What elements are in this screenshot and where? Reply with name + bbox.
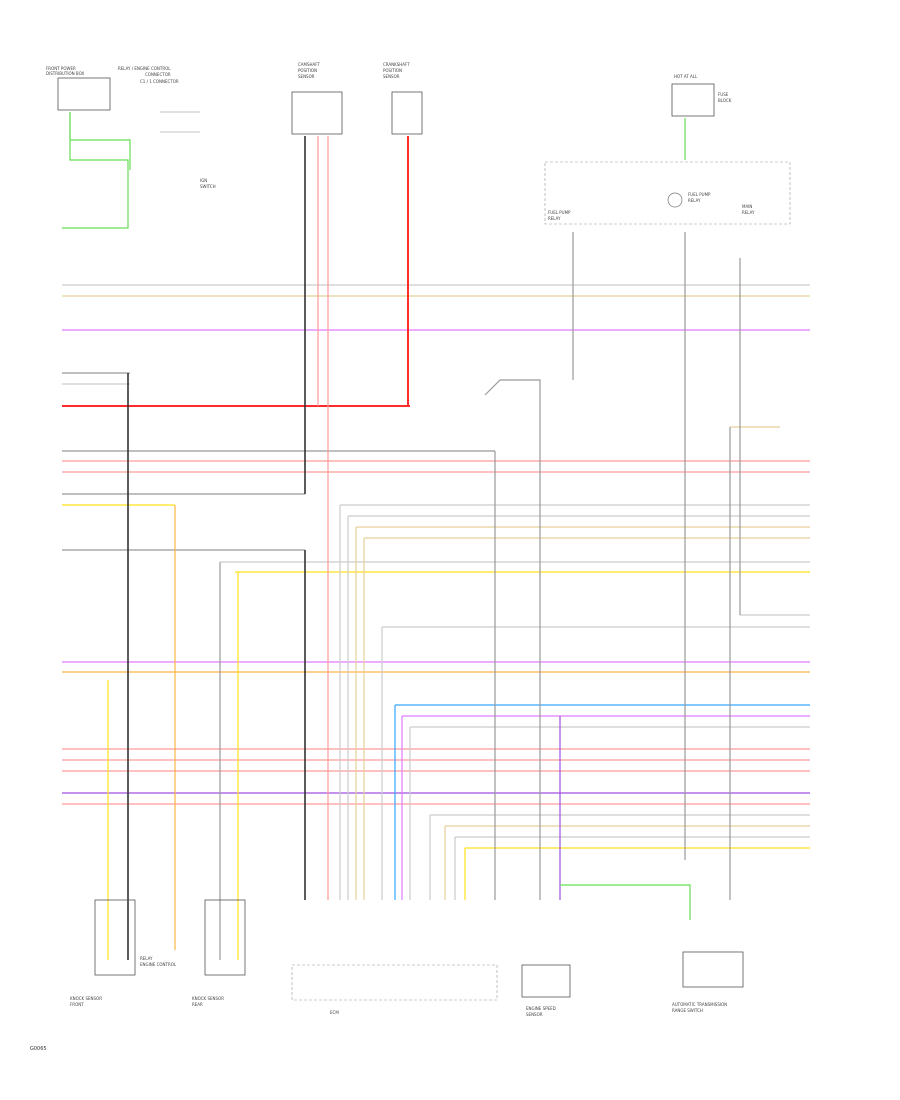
svg-text:KNOCK SENSOR: KNOCK SENSOR xyxy=(70,996,102,1001)
svg-text:SENSOR: SENSOR xyxy=(526,1012,543,1017)
svg-text:CONNECTOR: CONNECTOR xyxy=(145,72,171,77)
svg-text:FUSE: FUSE xyxy=(718,92,729,97)
svg-text:IGN: IGN xyxy=(200,178,207,183)
svg-text:SENSOR: SENSOR xyxy=(298,74,315,79)
horizontal-harness xyxy=(62,284,810,849)
svg-text:RELAY / ENGINE CONTROL: RELAY / ENGINE CONTROL xyxy=(118,66,171,71)
svg-text:RELAY: RELAY xyxy=(140,956,153,961)
svg-text:C1 / 1 CONNECTOR: C1 / 1 CONNECTOR xyxy=(140,79,179,84)
svg-text:SENSOR: SENSOR xyxy=(383,74,400,79)
knock-sensor-right: KNOCK SENSOR REAR xyxy=(192,899,246,1007)
svg-text:POSITION: POSITION xyxy=(298,68,317,73)
svg-text:MAIN: MAIN xyxy=(742,204,752,209)
footer-code: G0065 xyxy=(30,1046,47,1052)
relay-dashed-outline xyxy=(544,161,791,225)
svg-text:SWITCH: SWITCH xyxy=(200,184,216,189)
knock-sensor-left: KNOCK SENSOR FRONT xyxy=(70,899,136,1007)
svg-text:RANGE SWITCH: RANGE SWITCH xyxy=(672,1008,703,1013)
fuse-box-top-right: HOT AT ALL FUSE BLOCK xyxy=(671,74,732,117)
svg-text:ENGINE SPEED: ENGINE SPEED xyxy=(526,1006,556,1011)
engine-speed-sensor: ENGINE SPEED SENSOR xyxy=(521,964,571,1017)
top-left-fuse-block: FRONT POWER DISTRIBUTION BOX xyxy=(46,66,111,111)
svg-text:RELAY: RELAY xyxy=(548,216,561,221)
svg-text:RELAY: RELAY xyxy=(742,210,755,215)
svg-text:CRANKSHAFT: CRANKSHAFT xyxy=(383,62,410,67)
ecm-connector: ECM xyxy=(291,964,498,1015)
relay-middle-bottom: RELAY ENGINE CONTROL xyxy=(140,956,177,967)
relay-block: RELAY / ENGINE CONTROL CONNECTOR C1 / 1 … xyxy=(118,66,216,189)
svg-text:CAMSHAFT: CAMSHAFT xyxy=(298,62,320,67)
svg-text:POSITION: POSITION xyxy=(383,68,402,73)
fuel-pump-relay: FUEL PUMP RELAY FUEL PUMP RELAY MAIN REL… xyxy=(548,192,755,221)
svg-text:FUEL PUMP: FUEL PUMP xyxy=(548,210,571,215)
svg-text:FRONT: FRONT xyxy=(70,1002,84,1007)
svg-text:BLOCK: BLOCK xyxy=(718,98,732,103)
vertical-harness xyxy=(62,112,741,960)
transmission-range-switch: AUTOMATIC TRANSMISSION RANGE SWITCH xyxy=(672,951,744,1013)
svg-text:ENGINE CONTROL: ENGINE CONTROL xyxy=(140,962,177,967)
svg-text:REAR: REAR xyxy=(192,1002,203,1007)
sensor-box-top-center: CAMSHAFT POSITION SENSOR xyxy=(291,62,343,135)
sensor-box-top-right: CRANKSHAFT POSITION SENSOR xyxy=(383,62,423,135)
svg-text:HOT AT ALL: HOT AT ALL xyxy=(674,74,698,79)
svg-text:DISTRIBUTION BOX: DISTRIBUTION BOX xyxy=(46,71,84,76)
svg-text:AUTOMATIC TRANSMISSION: AUTOMATIC TRANSMISSION xyxy=(672,1002,727,1007)
svg-text:FUEL PUMP: FUEL PUMP xyxy=(688,192,711,197)
svg-text:KNOCK SENSOR: KNOCK SENSOR xyxy=(192,996,224,1001)
svg-text:FRONT POWER: FRONT POWER xyxy=(46,66,76,71)
ecm-label: ECM xyxy=(330,1010,339,1015)
svg-text:RELAY: RELAY xyxy=(688,198,701,203)
